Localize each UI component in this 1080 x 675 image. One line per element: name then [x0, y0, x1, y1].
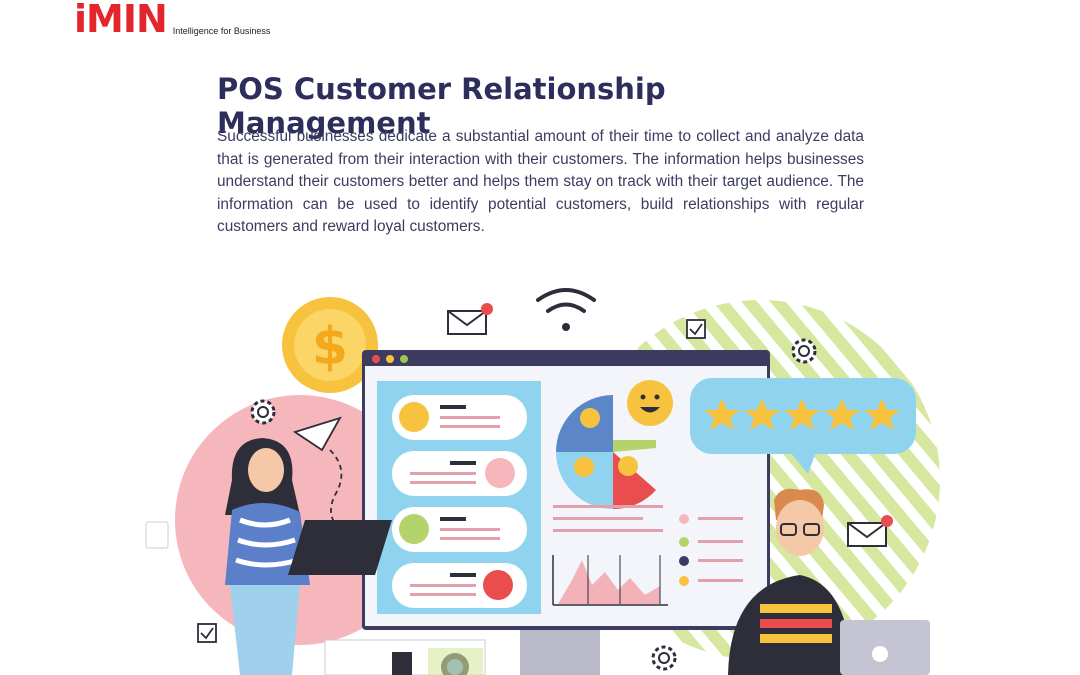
star-icon	[784, 398, 820, 430]
star-icon	[864, 398, 900, 430]
gear-icon	[651, 645, 677, 671]
article-body: Successful businesses dedicate a substan…	[217, 128, 864, 236]
line-chart-widget	[552, 555, 668, 606]
chat-bubble	[392, 563, 527, 608]
checkbox-icon	[686, 319, 706, 339]
checkbox-icon	[197, 623, 217, 643]
logo-wordmark: iMIN	[74, 0, 168, 41]
logo-tagline: Intelligence for Business	[172, 26, 271, 36]
svg-text:$: $	[312, 317, 348, 377]
chat-bubble	[392, 395, 527, 440]
dollar-coin-icon: $	[282, 297, 378, 393]
wifi-icon	[536, 288, 596, 331]
star-rating-bubble	[690, 378, 916, 474]
gear-icon	[250, 399, 276, 425]
star-icon	[744, 398, 780, 430]
gear-icon	[791, 338, 817, 364]
smiley-icon	[627, 380, 673, 426]
star-icon	[824, 398, 860, 430]
envelope-icon	[847, 515, 893, 547]
satisfaction-pie-chart	[556, 395, 656, 510]
small-device-widget	[324, 639, 486, 675]
chat-bubble	[392, 451, 527, 496]
page-title: POS Customer Relationship Management	[217, 72, 666, 140]
envelope-icon	[447, 303, 493, 335]
star-icon	[704, 398, 740, 430]
woman-with-laptop-figure	[145, 438, 392, 675]
chat-bubble	[392, 507, 527, 552]
man-with-laptop-figure	[728, 488, 930, 675]
brand-logo[interactable]: iMIN Intelligence for Business	[74, 0, 271, 41]
